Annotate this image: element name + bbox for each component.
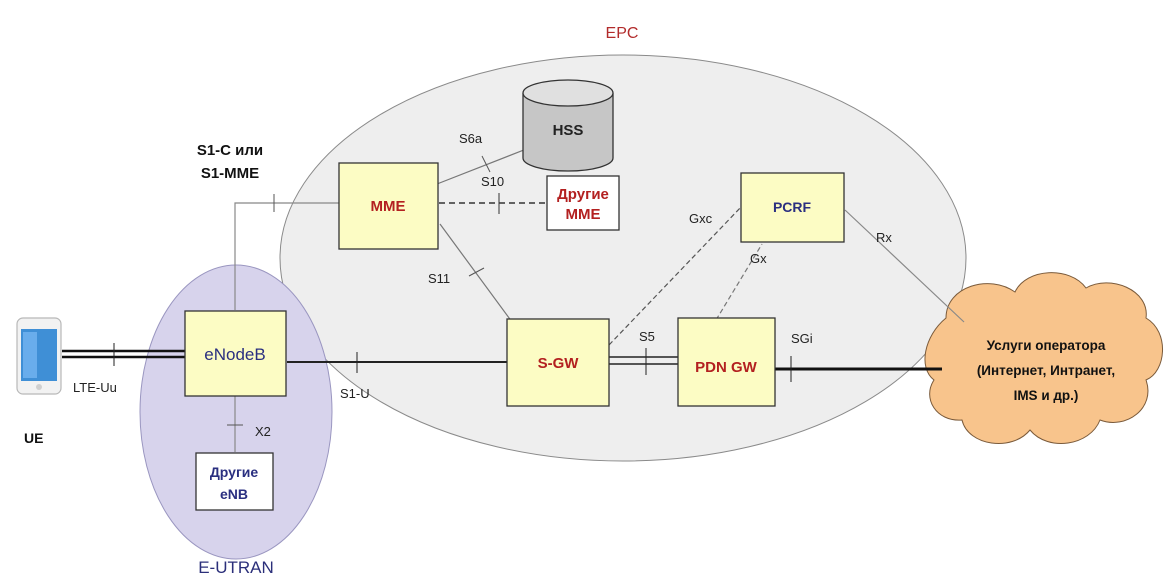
s1u-label: S1-U (340, 386, 370, 401)
eutran-label: E-UTRAN (198, 558, 274, 577)
epc-label: EPC (606, 25, 639, 42)
s1-mme-label-line2: S1-MME (201, 165, 259, 182)
s6a-label: S6a (459, 131, 483, 146)
s10-label: S10 (481, 174, 504, 189)
s5-label: S5 (639, 329, 655, 344)
s1-mme-link (234, 202, 340, 310)
other-enb-label-line1: Другие (210, 464, 259, 480)
enodeb-box[interactable] (184, 310, 287, 397)
sgw-label: S-GW (538, 355, 580, 372)
sgi-label: SGi (791, 331, 813, 346)
s6a-tick (481, 155, 491, 173)
hss-cylinder-top (522, 79, 614, 107)
s6a-link (436, 145, 535, 185)
epc-region (279, 54, 967, 462)
hss-database[interactable]: HSS (522, 79, 614, 172)
other-mme-label-line1: Другие (557, 186, 609, 203)
pcrf-label: PCRF (773, 199, 812, 215)
phone-home-button (36, 384, 42, 390)
cloud-label-line1: Услуги оператора (987, 338, 1106, 353)
other-enb-box[interactable] (195, 452, 274, 511)
enodeb-label: eNodeB (204, 345, 265, 364)
gxc-link (608, 205, 743, 346)
mme-label: MME (371, 198, 406, 215)
pdngw-label: PDN GW (695, 359, 758, 376)
rx-label: Rx (876, 230, 892, 245)
gx-label: Gx (750, 251, 767, 266)
phone-screen-highlight (23, 332, 37, 378)
hss-label: HSS (553, 122, 584, 139)
s11-link (439, 223, 513, 323)
cloud-label-line2: (Интернет, Интранет, (977, 363, 1115, 378)
lte-uu-label: LTE-Uu (73, 380, 117, 395)
other-enb-label-line2: eNB (220, 486, 248, 502)
mme-box[interactable] (338, 162, 439, 250)
gx-link (715, 243, 763, 321)
cloud-label-line3: IMS и др.) (1014, 388, 1079, 403)
s1-mme-label-line1: S1-C или (197, 142, 263, 159)
pdngw-box[interactable] (677, 317, 776, 407)
ue-label: UE (24, 430, 43, 446)
gxc-label: Gxc (689, 211, 713, 226)
sgw-box[interactable] (506, 318, 610, 407)
x2-label: X2 (255, 424, 271, 439)
s11-tick (468, 267, 485, 277)
pcrf-box[interactable] (740, 172, 845, 243)
other-mme-box[interactable] (546, 175, 620, 231)
operator-services-cloud[interactable] (924, 272, 1163, 444)
s11-label: S11 (428, 271, 450, 286)
ue-phone-icon[interactable] (16, 317, 62, 395)
hss-cylinder-body (522, 93, 614, 172)
rx-link (844, 209, 965, 323)
eutran-region (139, 264, 333, 560)
other-mme-label-line2: MME (566, 206, 601, 223)
